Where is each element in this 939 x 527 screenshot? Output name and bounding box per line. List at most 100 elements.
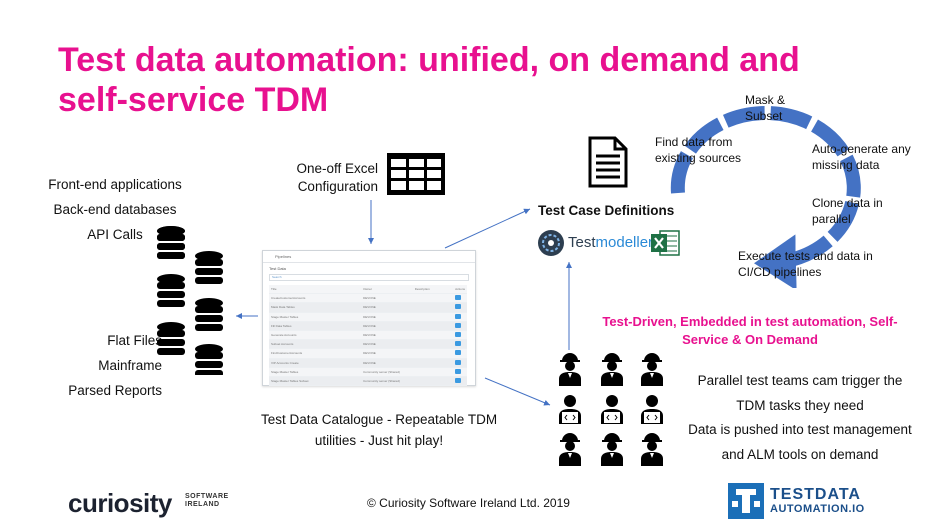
row-owner: DEVONE (361, 293, 413, 304)
tda-logo-line-1: TESTDATA (770, 486, 861, 503)
testmodeller-logo-prefix: Test (568, 234, 596, 251)
testmodeller-logo-icon (538, 230, 564, 256)
play-button[interactable] (455, 332, 462, 338)
source-api: API Calls (87, 227, 143, 242)
catalogue-table: Title Owner Description Actions CreateCu… (269, 285, 467, 387)
catalogue-caption: Test Data Catalogue - Repeatable TDM uti… (260, 412, 498, 448)
team-icons (558, 353, 664, 466)
row-owner: DEVONE (361, 330, 413, 341)
testmodeller-logo-suffix: modeller (595, 234, 654, 251)
teams-line-1: Parallel test teams cam trigger the (697, 373, 903, 388)
cycle-clone: Clone data in parallel (812, 196, 883, 226)
tester-icon (559, 433, 581, 466)
play-button[interactable] (455, 377, 462, 383)
row-title: Stage Master Tables (269, 312, 362, 322)
row-owner: Community server (Shared) (361, 376, 413, 387)
catalogue-subheader: Test Data (269, 266, 286, 271)
test-case-definitions-label: Test Case Definitions (538, 203, 675, 218)
row-owner: DEVONE (361, 302, 413, 313)
col-owner: Owner (361, 285, 413, 295)
sources-top: Front-end applications Back-end database… (30, 176, 200, 251)
database-icon-group (157, 226, 223, 375)
teams-text: Parallel test teams cam trigger the TDM … (680, 369, 920, 467)
pink-statement: Test-Driven, Embedded in test automation… (602, 314, 898, 347)
developer-icon (558, 394, 582, 425)
row-owner: DEVONE (361, 321, 413, 331)
col-description: Description (412, 285, 454, 295)
play-button[interactable] (455, 350, 462, 356)
excel-icon (651, 230, 680, 256)
row-title: FindCustomerAccounts (269, 348, 362, 359)
source-parsed-reports: Parsed Reports (68, 383, 162, 398)
slide-title: Test data automation: unified, on demand… (58, 41, 800, 119)
play-button[interactable] (455, 341, 462, 347)
curiosity-logo: curiosity (68, 488, 172, 519)
play-button[interactable] (455, 322, 462, 328)
row-owner: Community server (Shared) (361, 367, 413, 377)
tester-icon (559, 353, 581, 386)
curiosity-logo-sub: SOFTWARE IRELAND (185, 493, 229, 508)
row-title: Stage Master Tables Subset (269, 376, 362, 387)
source-mainframe: Mainframe (98, 358, 162, 373)
tester-icon (601, 433, 623, 466)
teams-line-2: TDM tasks they need (736, 397, 864, 413)
testmodeller-logo: Testmodeller (568, 234, 653, 251)
tester-icon (641, 353, 663, 386)
row-title: Fill Data Tables (269, 321, 362, 331)
developer-icon (600, 394, 624, 425)
col-title: Title (269, 285, 362, 295)
cycle-arrow-icon (670, 106, 861, 288)
developer-icon (640, 394, 664, 425)
source-back-end: Back-end databases (53, 202, 177, 217)
tester-icon (601, 353, 623, 386)
testdata-automation-logo: TESTDATA AUTOMATION.IO (770, 487, 865, 516)
curiosity-logo-text: curiosity (68, 488, 172, 518)
row-title: Generate Accounts (269, 330, 362, 341)
teams-line-3: Data is pushed into test management (688, 422, 912, 437)
catalogue-header: Pipelines (263, 251, 475, 263)
source-flat-files: Flat Files (107, 333, 162, 348)
row-title: Subset Accounts (269, 339, 362, 350)
row-owner: DEVONE (361, 358, 413, 368)
copyright: © Curiosity Software Ireland Ltd. 2019 (367, 496, 570, 510)
play-button[interactable] (455, 313, 462, 319)
cycle-auto-generate: Auto-generate any missing data (812, 142, 911, 172)
spreadsheet-icon (387, 153, 445, 195)
row-title: VIP Accounts Create (269, 358, 362, 368)
play-button[interactable] (455, 295, 462, 301)
sources-bottom: Flat Files Mainframe Parsed Reports (40, 332, 162, 407)
teams-line-4: and ALM tools on demand (721, 446, 879, 462)
row-owner: DEVONE (361, 312, 413, 322)
row-title: Mask Data Tables (269, 302, 362, 313)
row-title: Stage Master Tables (269, 367, 362, 377)
cycle-find-data: Find data from existing sources (655, 135, 742, 165)
col-actions: Actions (453, 285, 467, 295)
testdata-automation-logo-icon (728, 483, 764, 519)
document-icon (588, 136, 628, 188)
play-button[interactable] (455, 304, 462, 310)
cycle-execute: Execute tests and data in CI/CD pipeline… (738, 249, 873, 279)
row-owner: DEVONE (361, 348, 413, 359)
catalogue-search-input[interactable]: Search (269, 274, 469, 281)
tda-logo-line-2: AUTOMATION.IO (770, 503, 865, 515)
row-title: CreateCustomerAccounts (269, 293, 362, 304)
cycle-mask-subset: Mask & Subset (745, 93, 786, 123)
play-button[interactable] (455, 359, 462, 365)
source-front-end: Front-end applications (48, 177, 182, 192)
row-owner: DEVONE (361, 339, 413, 350)
play-button[interactable] (455, 368, 462, 374)
excel-config-label: One-off Excel Configuration (296, 161, 378, 194)
tester-icon (641, 433, 663, 466)
test-data-catalogue-screenshot: Pipelines Test Data Search Title Owner D… (262, 250, 476, 387)
